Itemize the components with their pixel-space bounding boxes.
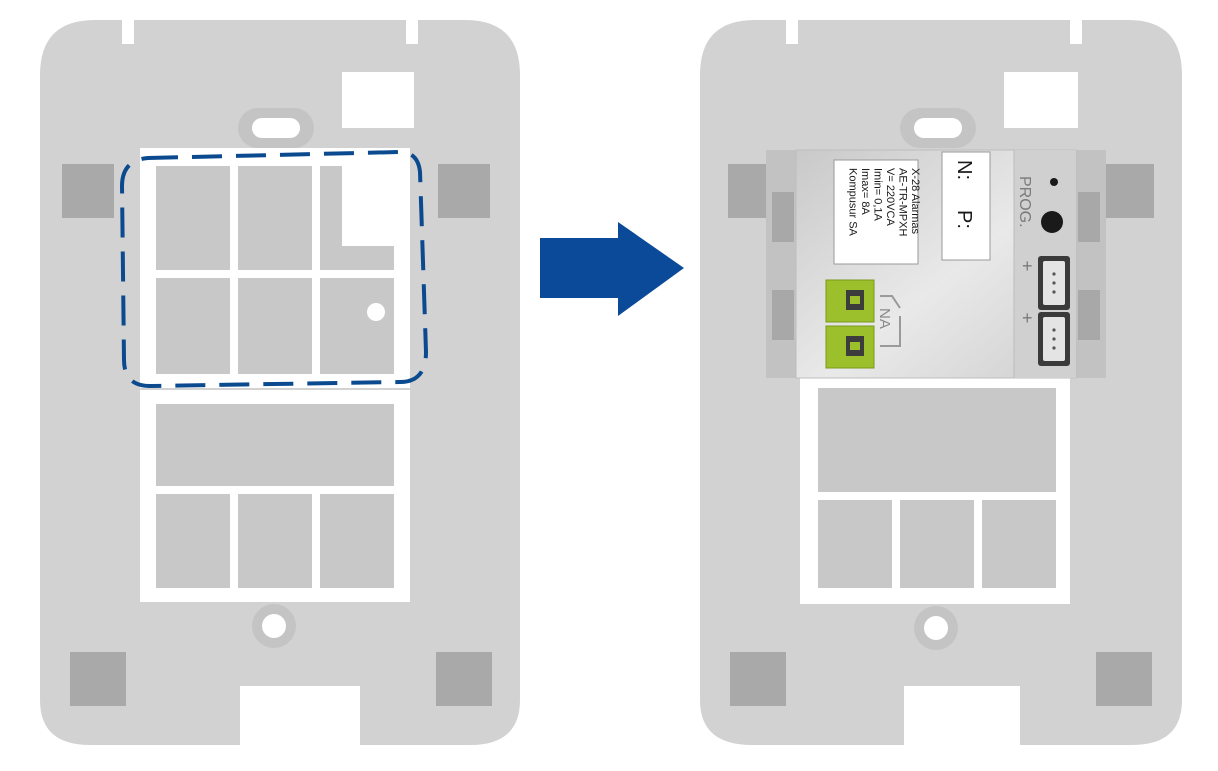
inner-notch — [342, 166, 394, 246]
screw-hole-bottom-right-inner — [924, 616, 948, 640]
square-mark — [1102, 164, 1154, 218]
square-mark — [730, 652, 786, 706]
module-rail-clip — [772, 290, 794, 340]
spec-label-line: Imin= 0,1A — [872, 168, 884, 222]
phase-label: P: — [953, 210, 975, 229]
notch-top-right-left — [342, 72, 414, 128]
inner-cell — [156, 404, 394, 486]
inner-cell — [320, 278, 394, 374]
connector-pin — [1052, 290, 1056, 294]
np-label-box — [941, 151, 991, 261]
inner-cell — [818, 500, 892, 588]
connector-pin — [1052, 328, 1056, 332]
na-label: NA — [876, 308, 893, 329]
module-rail-right — [1072, 150, 1106, 378]
connector-pin — [1052, 337, 1056, 341]
inner-cell — [818, 388, 1056, 492]
mounting-plate-left — [40, 20, 520, 745]
terminal-screw-slot — [850, 296, 860, 304]
plus-sign: + — [1022, 308, 1033, 328]
inner-cell — [156, 278, 230, 374]
screw-slot-top-left-hole — [252, 118, 300, 138]
inner-cell — [982, 500, 1056, 588]
inner-cell — [320, 494, 394, 588]
connector-pin — [1052, 272, 1056, 276]
spec-label-line: X-28 Alarmas — [909, 168, 921, 235]
spec-label-box — [833, 159, 919, 265]
neutral-label: N: — [953, 160, 975, 180]
connector-pin — [1052, 346, 1056, 350]
terminal-screw-slot — [850, 342, 860, 350]
relay-contact-symbol — [880, 295, 901, 347]
small-hole — [367, 303, 385, 321]
dashed-placement-outline — [119, 149, 429, 389]
square-mark — [62, 164, 114, 218]
module-rail-left — [766, 150, 800, 378]
inner-cell — [900, 500, 974, 588]
right-arrow-icon — [540, 222, 684, 316]
notch-top-right-right — [1004, 72, 1078, 128]
square-mark — [438, 164, 490, 218]
screw-slot-top-right-hole — [914, 118, 962, 138]
screw-hole-bottom-left-inner — [262, 614, 286, 638]
module-rail-clip — [772, 192, 794, 242]
square-mark — [70, 652, 126, 706]
module-rail-clip — [1078, 290, 1100, 340]
square-mark — [436, 652, 492, 706]
prog-label: PROG. — [1016, 176, 1033, 228]
inner-cell — [238, 278, 312, 374]
inner-cell — [156, 494, 230, 588]
plus-sign: + — [1022, 256, 1033, 276]
inner-cell — [238, 494, 312, 588]
led-indicator — [1050, 178, 1058, 186]
inner-cell — [238, 166, 312, 270]
spec-label-line: AE-TR-MPXH — [897, 168, 909, 237]
spec-label-line: Imax= 8A — [859, 168, 871, 215]
module-rail-clip — [1078, 192, 1100, 242]
inner-cell — [156, 166, 230, 270]
spec-label-line: V= 220VCA — [884, 168, 896, 226]
square-mark — [1096, 652, 1152, 706]
connector-pin — [1052, 281, 1056, 285]
prog-button[interactable] — [1041, 211, 1063, 233]
spec-label-line: Kompusur SA — [847, 168, 859, 237]
